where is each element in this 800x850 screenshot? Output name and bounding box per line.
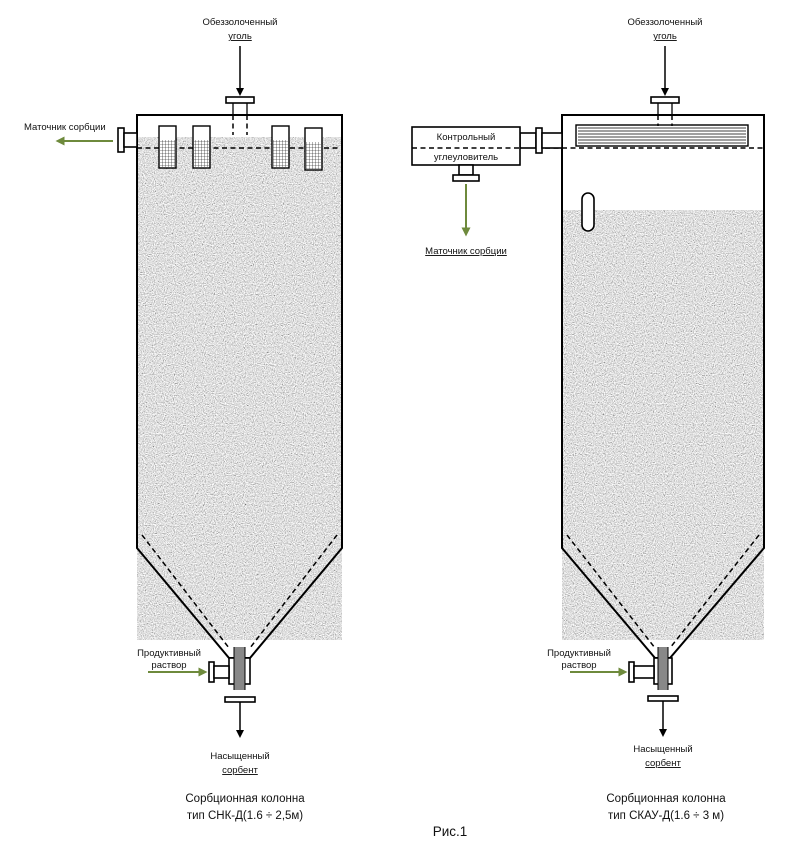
figure-caption: Рис.1 xyxy=(433,824,468,839)
left-column xyxy=(55,46,343,738)
right-mother-liquor-label: Маточник сорбции xyxy=(425,246,507,257)
control-trap-label-line2: углеуловитель xyxy=(434,152,498,163)
right-saturated-sorbent-label-line1: Насыщенный xyxy=(633,744,692,755)
left-column-caption-line1: Сорбционная колонна xyxy=(185,793,305,805)
right-column-caption-line2: тип СКАУ-Д(1.6 ÷ 3 м) xyxy=(608,810,724,822)
left-cone-dashed-line xyxy=(141,534,338,649)
right-productive-solution-label-line2: раствор xyxy=(561,660,596,671)
left-saturated-sorbent-label-line2: сорбент xyxy=(222,765,258,776)
left-productive-solution-label-line1: Продуктивный xyxy=(137,648,201,659)
right-column-caption-line1: Сорбционная колонна xyxy=(606,793,726,805)
right-coal-inlet-label-line2: уголь xyxy=(653,31,677,42)
right-sight-glass xyxy=(581,192,595,232)
right-sorbent-bed xyxy=(562,210,764,640)
left-coal-inlet-label-line1: Обеззолоченный xyxy=(203,17,278,28)
right-column xyxy=(411,46,765,737)
left-sorbent-bed xyxy=(137,137,342,640)
left-drainage-filters xyxy=(158,125,323,171)
right-saturated-sorbent-label-line2: сорбент xyxy=(645,758,681,769)
left-side-outlet-pipe xyxy=(117,127,138,153)
right-cone-dashed-line xyxy=(566,534,760,649)
left-bottom-outlet xyxy=(208,647,256,703)
right-top-inlet-pipe xyxy=(650,96,680,126)
right-bottom-outlet xyxy=(628,647,679,702)
control-trap-outlet-pipe xyxy=(452,164,480,182)
control-trap-label-line1: Контрольный xyxy=(437,132,496,143)
left-top-inlet-pipe xyxy=(225,96,255,135)
right-productive-solution-label-line1: Продуктивный xyxy=(547,648,611,659)
right-side-outlet-pipe xyxy=(519,127,563,154)
left-productive-solution-label-line2: раствор xyxy=(151,660,186,671)
right-coal-inlet-label-line1: Обеззолоченный xyxy=(628,17,703,28)
left-coal-inlet-label-line2: уголь xyxy=(228,31,252,42)
right-top-screen xyxy=(575,124,749,147)
left-saturated-sorbent-label-line1: Насыщенный xyxy=(210,751,269,762)
left-column-caption-line2: тип СНК-Д(1.6 ÷ 2,5м) xyxy=(187,810,303,822)
left-mother-liquor-label: Маточник сорбции xyxy=(24,122,106,133)
